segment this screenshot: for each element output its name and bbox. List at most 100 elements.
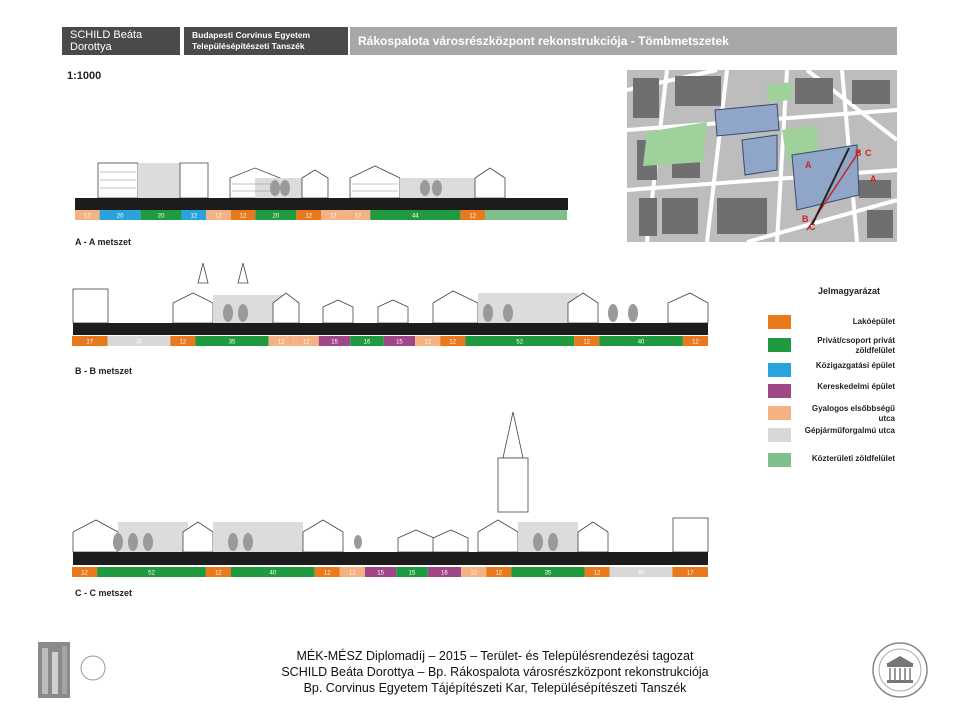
legend-swatch-kereskedelmi xyxy=(768,384,791,398)
strip-segment xyxy=(415,336,441,346)
strip-segment-label: 20 xyxy=(158,214,165,220)
strip-segment xyxy=(427,567,462,577)
section-bb-drawing xyxy=(72,262,709,335)
strip-segment xyxy=(318,336,351,346)
strip-segment xyxy=(97,567,206,577)
map-label-b1: B xyxy=(855,148,862,158)
strip-segment-label: 12 xyxy=(594,571,601,577)
strip-segment xyxy=(461,567,487,577)
strip-segment xyxy=(460,210,485,220)
strip-segment-label: 16 xyxy=(364,340,371,346)
legend-swatch-gepjarmu xyxy=(768,428,791,442)
legend-item-kozteruleti-zold: Közterületi zöldfelület xyxy=(768,451,898,481)
strip-segment-label: 12 xyxy=(449,340,456,346)
legend-label-lakoepulet: Lakóépület xyxy=(852,317,895,326)
map-park-2 xyxy=(767,82,792,102)
map-park-1 xyxy=(643,122,707,166)
strip-segment xyxy=(206,210,231,220)
strip-segment xyxy=(364,567,397,577)
strip-segment-label: 12 xyxy=(495,571,502,577)
strip-segment xyxy=(396,567,428,577)
map-section-line-b xyxy=(811,147,850,226)
chamber-logo-graphic xyxy=(38,642,106,698)
footer-line3: Bp. Corvinus Egyetem Tájépítészeti Kar, … xyxy=(303,681,687,695)
chamber-logo xyxy=(38,642,172,700)
legend-label-kozteruleti-zold: Közterületi zöldfelület xyxy=(811,454,895,463)
section-cc-ground xyxy=(73,552,708,565)
legend-item-lakoepulet: Lakóépület xyxy=(768,313,898,343)
strip-segment xyxy=(107,336,171,346)
strip-segment xyxy=(485,210,567,220)
strip-segment-label: 12 xyxy=(355,214,362,220)
strip-segment-label: 12 xyxy=(324,571,331,577)
strip-segment xyxy=(486,567,512,577)
legend-label-kereskedelmi: Kereskedelmi épület xyxy=(817,382,895,391)
strip-segment xyxy=(195,336,269,346)
strip-segment-label: 40 xyxy=(638,340,645,346)
strip-segment xyxy=(231,567,315,577)
strip-segment-label: 35 xyxy=(545,571,552,577)
page-title-text: Rákospalota városrészközpont rekonstrukc… xyxy=(358,34,729,48)
page-title: Rákospalota városrészközpont rekonstrukc… xyxy=(350,27,897,55)
strip-segment xyxy=(574,336,600,346)
strip-segment-label: 12 xyxy=(305,214,312,220)
section-cc-label: C - C metszet xyxy=(75,588,133,598)
strip-segment xyxy=(205,567,231,577)
section-cc-trees xyxy=(113,533,558,551)
legend-item-kozigazgatasi: Közigazgatási épület xyxy=(768,361,898,391)
strip-segment-label: 20 xyxy=(273,214,280,220)
strip-segment xyxy=(682,336,708,346)
legend-swatch-kozigazgatasi xyxy=(768,363,791,377)
section-aa-trees xyxy=(270,180,442,196)
section-bb-ground xyxy=(73,323,708,335)
author-badge: SCHILD Beáta Dorottya xyxy=(62,27,180,55)
strip-segment-label: 12 xyxy=(240,214,247,220)
strip-segment-label: 12 xyxy=(470,571,477,577)
strip-segment-label: 35 xyxy=(229,340,236,346)
strip-segment xyxy=(72,567,98,577)
legend-swatch-gyalogos xyxy=(768,406,791,420)
map-label-a1: A xyxy=(870,174,877,184)
strip-segment-label: 17 xyxy=(687,571,694,577)
strip-segment-label: 12 xyxy=(215,571,222,577)
strip-segment xyxy=(255,210,297,220)
strip-segment xyxy=(599,336,683,346)
scale-label: 1:1000 xyxy=(67,70,102,82)
strip-segment xyxy=(314,567,340,577)
strip-segment xyxy=(140,210,182,220)
strip-segment xyxy=(350,336,384,346)
strip-segment xyxy=(268,336,294,346)
strip-segment xyxy=(511,567,585,577)
strip-segment-label: 15 xyxy=(409,571,416,577)
strip-segment xyxy=(440,336,466,346)
strip-segment-label: 12 xyxy=(349,571,356,577)
legend-item-gyalogos: Gyalogos elsőbbségű utca xyxy=(768,404,898,434)
strip-segment-label: 52 xyxy=(516,340,523,346)
strip-segment-label: 15 xyxy=(377,571,384,577)
university-badge: Budapesti Corvinus Egyetem Településépít… xyxy=(184,27,348,55)
legend-label-privat-zold: Privát/csoport privát zöldfelület xyxy=(817,336,895,355)
section-aa-label: A - A metszet xyxy=(75,237,132,247)
strip-segment xyxy=(293,336,319,346)
section-aa-drawing xyxy=(75,162,568,210)
map-label-b2: B xyxy=(802,214,809,224)
legend-title: Jelmagyarázat xyxy=(818,286,881,296)
strip-segment-label: 20 xyxy=(117,214,124,220)
author-name: SCHILD Beáta Dorottya xyxy=(70,29,143,53)
section-bb-label: B - B metszet xyxy=(75,366,133,376)
strip-segment-label: 52 xyxy=(148,571,155,577)
strip-segment-label: 12 xyxy=(191,214,198,220)
strip-segment xyxy=(170,336,196,346)
strip-segment-label: 12 xyxy=(215,214,222,220)
legend-swatch-privat-zold xyxy=(768,338,791,352)
strip-segment-label: 40 xyxy=(269,571,276,577)
strip-segment xyxy=(345,210,371,220)
map-label-c2: C xyxy=(809,222,816,232)
university-line1: Budapesti Corvinus Egyetem xyxy=(192,30,311,40)
map-label-a2: A xyxy=(805,160,812,170)
strip-segment-label: 12 xyxy=(84,214,91,220)
legend-item-kereskedelmi: Kereskedelmi épület xyxy=(768,382,898,412)
strip-segment-label: 16 xyxy=(441,571,448,577)
